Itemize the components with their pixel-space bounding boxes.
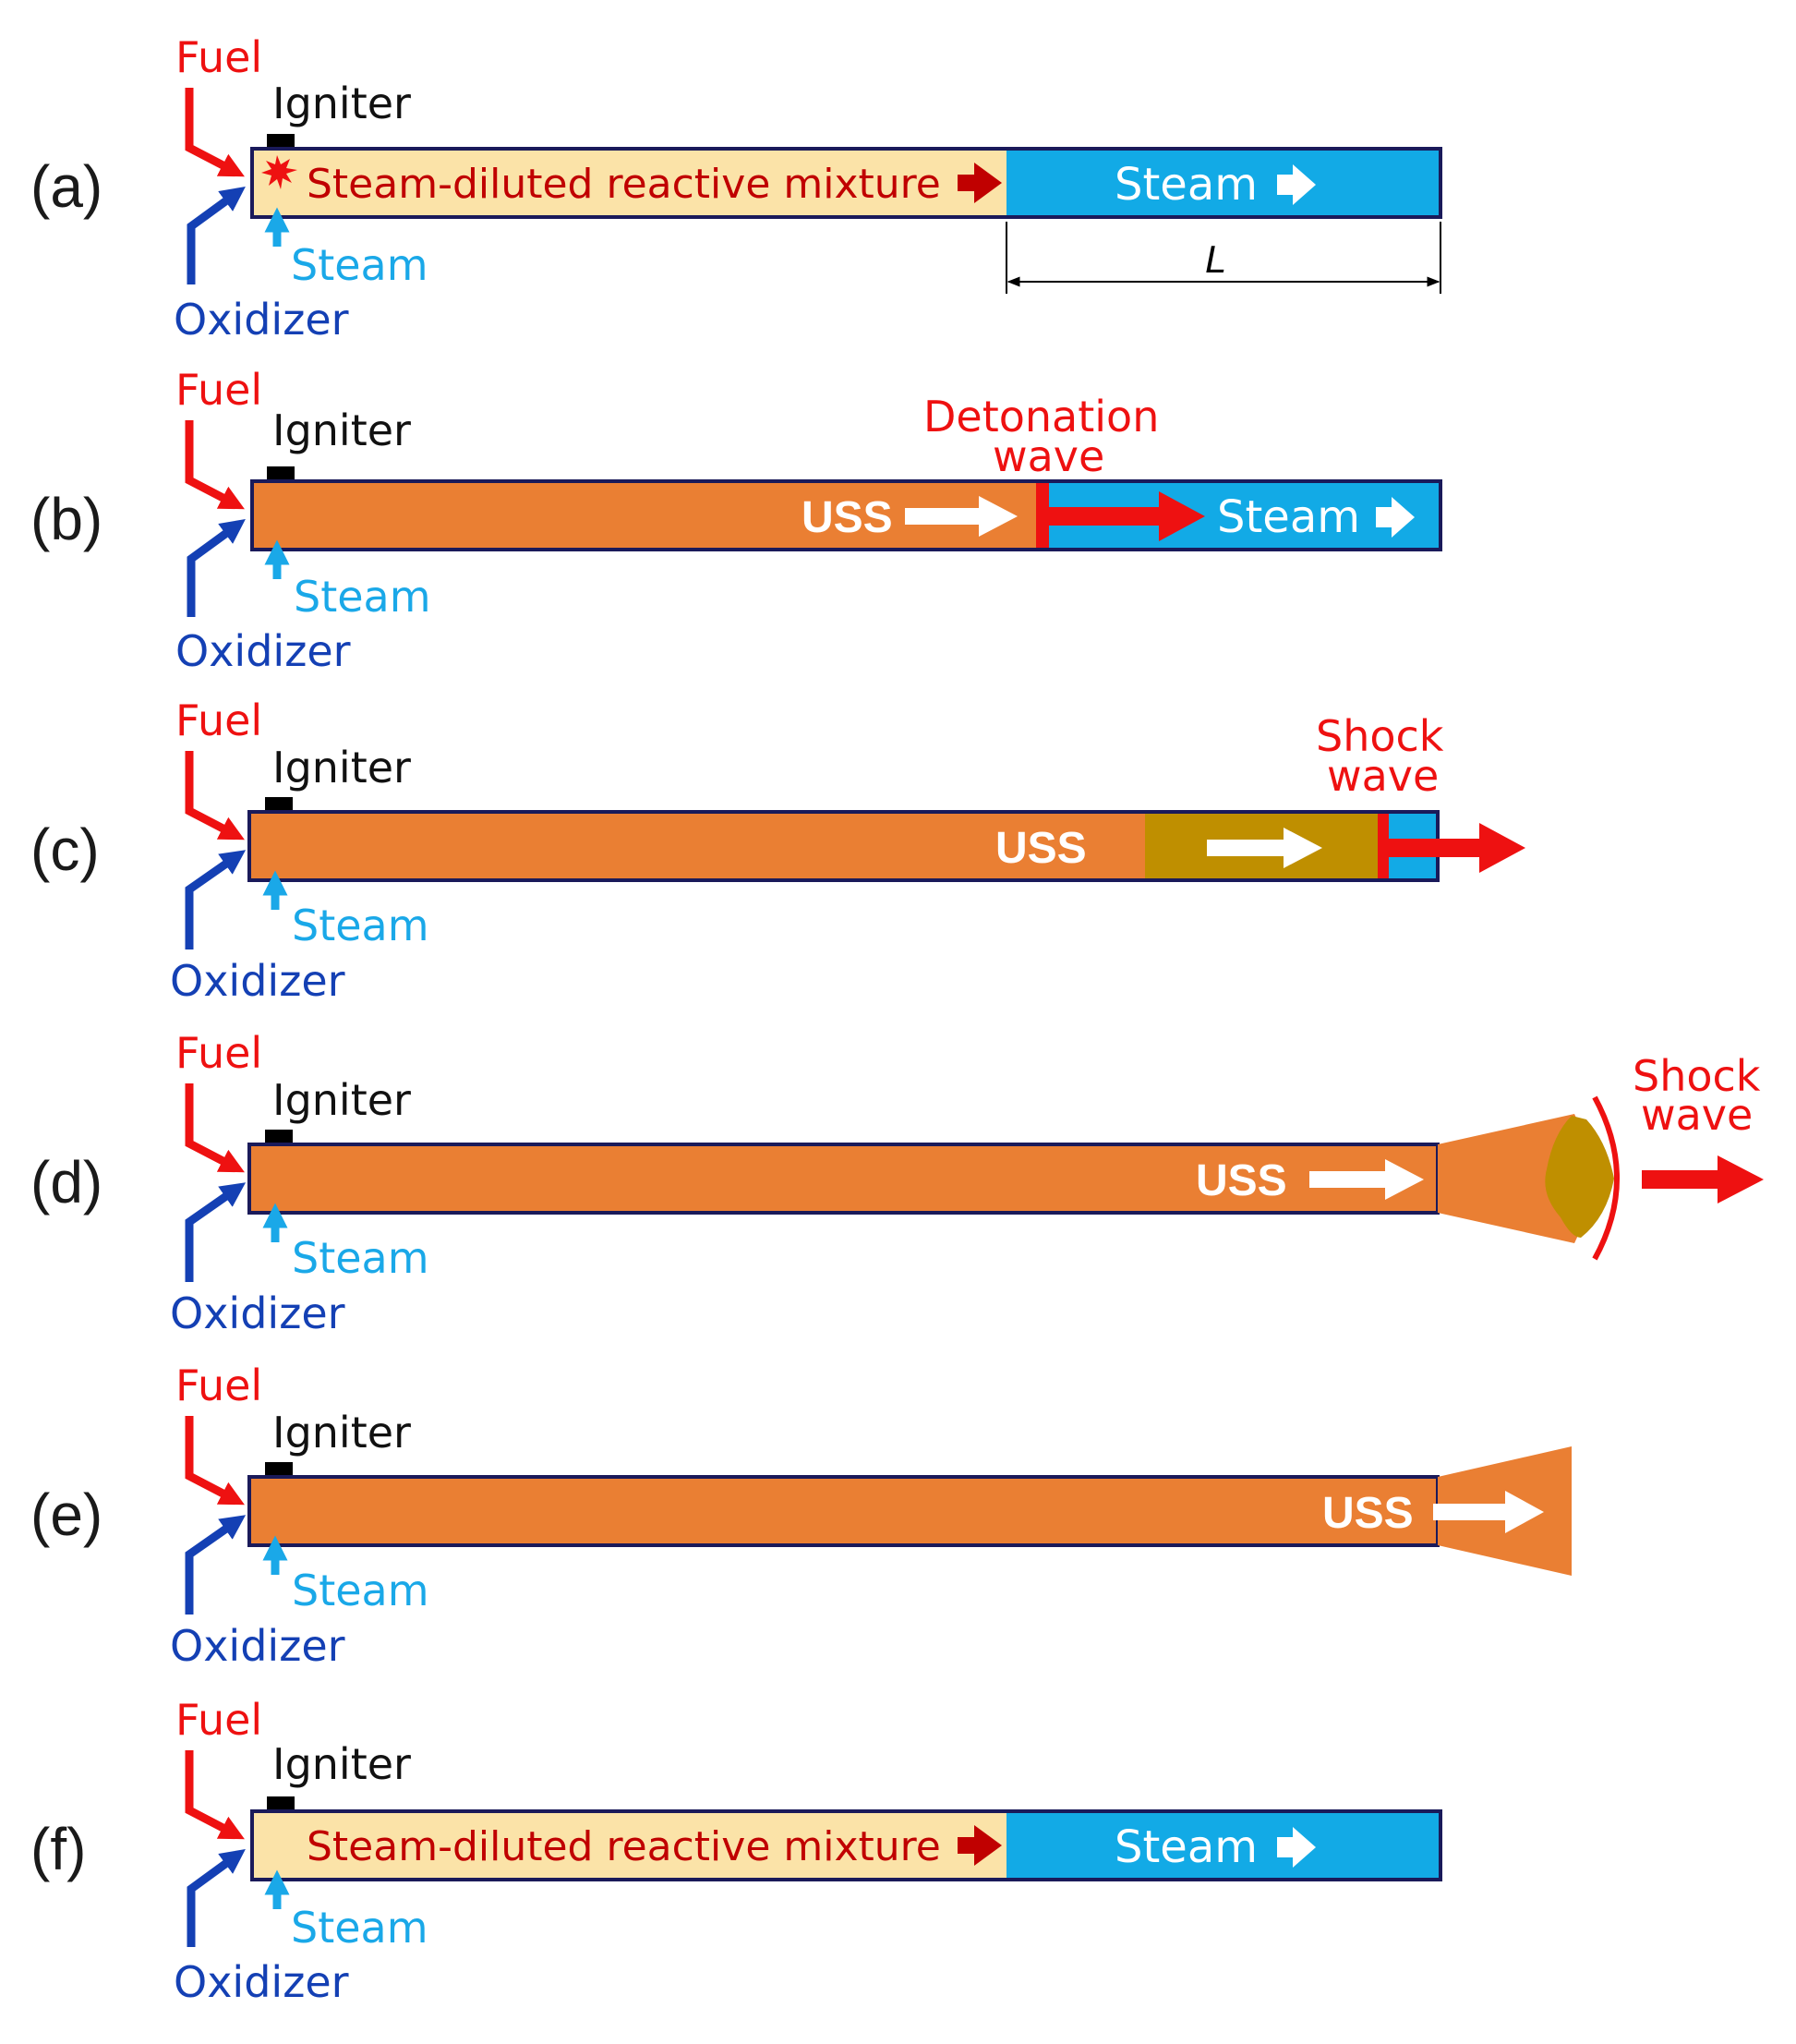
wave-label: wave [1327, 751, 1439, 801]
burned-uss-region [249, 1144, 1438, 1213]
tube-outline [250, 479, 1442, 551]
steam-inlet-label: Steam [292, 1233, 429, 1283]
igniter-icon [265, 1462, 293, 1477]
fuel-label: Fuel [175, 32, 262, 82]
shock-arrow-icon [1642, 1155, 1764, 1203]
wave-label: Shock [1633, 1051, 1761, 1101]
panel-c: (c) Fuel Oxidizer Igniter USS Shock wave… [30, 695, 1525, 1006]
panel-e: (e) Fuel Oxidizer Igniter USS Steam [30, 1361, 1572, 1671]
wave-label: Shock [1316, 711, 1444, 761]
oxidizer-label: Oxidizer [174, 1957, 349, 2007]
panel-b: (b) Fuel Oxidizer Igniter USS Steam Deto… [30, 365, 1442, 676]
flow-arrow-icon [1277, 164, 1316, 205]
steam-label: Steam [1115, 1821, 1258, 1873]
oxidizer-label: Oxidizer [170, 1621, 345, 1671]
steam-inlet-label: Steam [292, 1566, 429, 1615]
steam-region [1006, 149, 1440, 217]
panel-label: (f) [30, 1816, 86, 1882]
panel-label: (d) [30, 1149, 102, 1216]
panel-f: (f) Fuel Oxidizer Igniter Steam-diluted … [30, 1695, 1442, 2007]
fuel-label: Fuel [175, 1695, 262, 1745]
panel-label: (b) [30, 486, 102, 552]
oxidizer-label: Oxidizer [170, 956, 345, 1006]
length-label: L [1205, 237, 1226, 281]
oxidizer-arrow-icon [185, 1182, 247, 1282]
uss-label: USS [1196, 1156, 1287, 1205]
oxidizer-arrow-icon [185, 1515, 247, 1615]
steam-inlet-label: Steam [292, 901, 429, 950]
flow-arrow-icon [958, 1825, 1002, 1866]
fuel-arrow-icon [185, 1083, 245, 1173]
shocked-pocket [1545, 1116, 1614, 1238]
fuel-arrow-icon [185, 1750, 245, 1840]
oxidizer-arrow-icon [187, 1849, 246, 1947]
oxidizer-label: Oxidizer [174, 295, 349, 345]
burned-uss-region [249, 1477, 1438, 1545]
igniter-icon [267, 1796, 295, 1811]
uss-label: USS [1322, 1489, 1414, 1538]
mixture-label: Steam-diluted reactive mixture [307, 1823, 941, 1870]
oxidizer-arrow-icon [185, 850, 247, 949]
uss-label: USS [995, 824, 1087, 873]
uss-label: USS [802, 493, 893, 542]
oxidizer-label: Oxidizer [170, 1288, 345, 1338]
flow-arrow-icon [958, 163, 1002, 203]
flow-arrow-icon [905, 496, 1018, 537]
flow-arrow-icon [1433, 1491, 1544, 1533]
wave-label: Detonation [923, 392, 1159, 441]
oxidizer-arrow-icon [187, 187, 246, 284]
panel-a: (a) Fuel Oxidizer Igniter Steam-diluted … [30, 32, 1442, 345]
reactive-mixture-region [252, 1811, 1006, 1880]
fuel-label: Fuel [175, 1028, 262, 1078]
igniter-label: Igniter [272, 1739, 411, 1789]
flow-arrow-icon [1376, 497, 1415, 538]
oxidizer-label: Oxidizer [175, 626, 351, 676]
igniter-icon [267, 134, 295, 149]
flow-arrow-icon [1277, 1827, 1316, 1868]
tube-outline [250, 1809, 1442, 1881]
shock-arrow-icon [1389, 823, 1525, 873]
wave-label: wave [1641, 1090, 1753, 1140]
panel-label: (c) [30, 816, 100, 883]
panel-d: (d) Fuel Oxidizer Igniter USS Shock wave… [30, 1028, 1764, 1338]
fuel-arrow-icon [185, 1416, 245, 1506]
flow-arrow-icon [1207, 828, 1322, 868]
fuel-label: Fuel [175, 1361, 262, 1410]
spark-icon [261, 155, 297, 189]
oxidizer-arrow-icon [187, 519, 246, 617]
steam-inlet-label: Steam [291, 1903, 428, 1953]
exhaust-plume [1438, 1114, 1591, 1243]
igniter-label: Igniter [272, 405, 411, 455]
detonation-front [1036, 481, 1049, 550]
shock-front-arc [1592, 1095, 1620, 1261]
steam-inlet-label: Steam [294, 572, 431, 622]
igniter-icon [265, 797, 293, 812]
panel-label: (a) [30, 153, 102, 220]
steam-inlet-label: Steam [291, 240, 428, 290]
steam-label: Steam [1115, 159, 1258, 211]
reactive-mixture-region [252, 149, 1006, 217]
fuel-label: Fuel [175, 365, 262, 415]
igniter-icon [267, 466, 295, 481]
flow-arrow-icon [1309, 1159, 1424, 1200]
fuel-arrow-icon [185, 420, 245, 510]
igniter-label: Igniter [272, 1075, 411, 1125]
igniter-label: Igniter [272, 743, 411, 792]
igniter-icon [265, 1130, 293, 1144]
steam-region [1006, 1811, 1440, 1880]
tube-outline [250, 147, 1442, 219]
shock-front [1378, 812, 1389, 880]
panel-label: (e) [30, 1482, 102, 1548]
fuel-arrow-icon [185, 88, 245, 177]
fuel-arrow-icon [185, 751, 245, 841]
detonation-arrow-icon [1049, 491, 1205, 541]
steam-label: Steam [1217, 491, 1360, 543]
igniter-label: Igniter [272, 79, 411, 128]
mixture-label: Steam-diluted reactive mixture [307, 161, 941, 208]
igniter-label: Igniter [272, 1408, 411, 1457]
burned-uss-region [249, 812, 1145, 880]
fuel-label: Fuel [175, 695, 262, 745]
wave-label: wave [993, 431, 1104, 481]
